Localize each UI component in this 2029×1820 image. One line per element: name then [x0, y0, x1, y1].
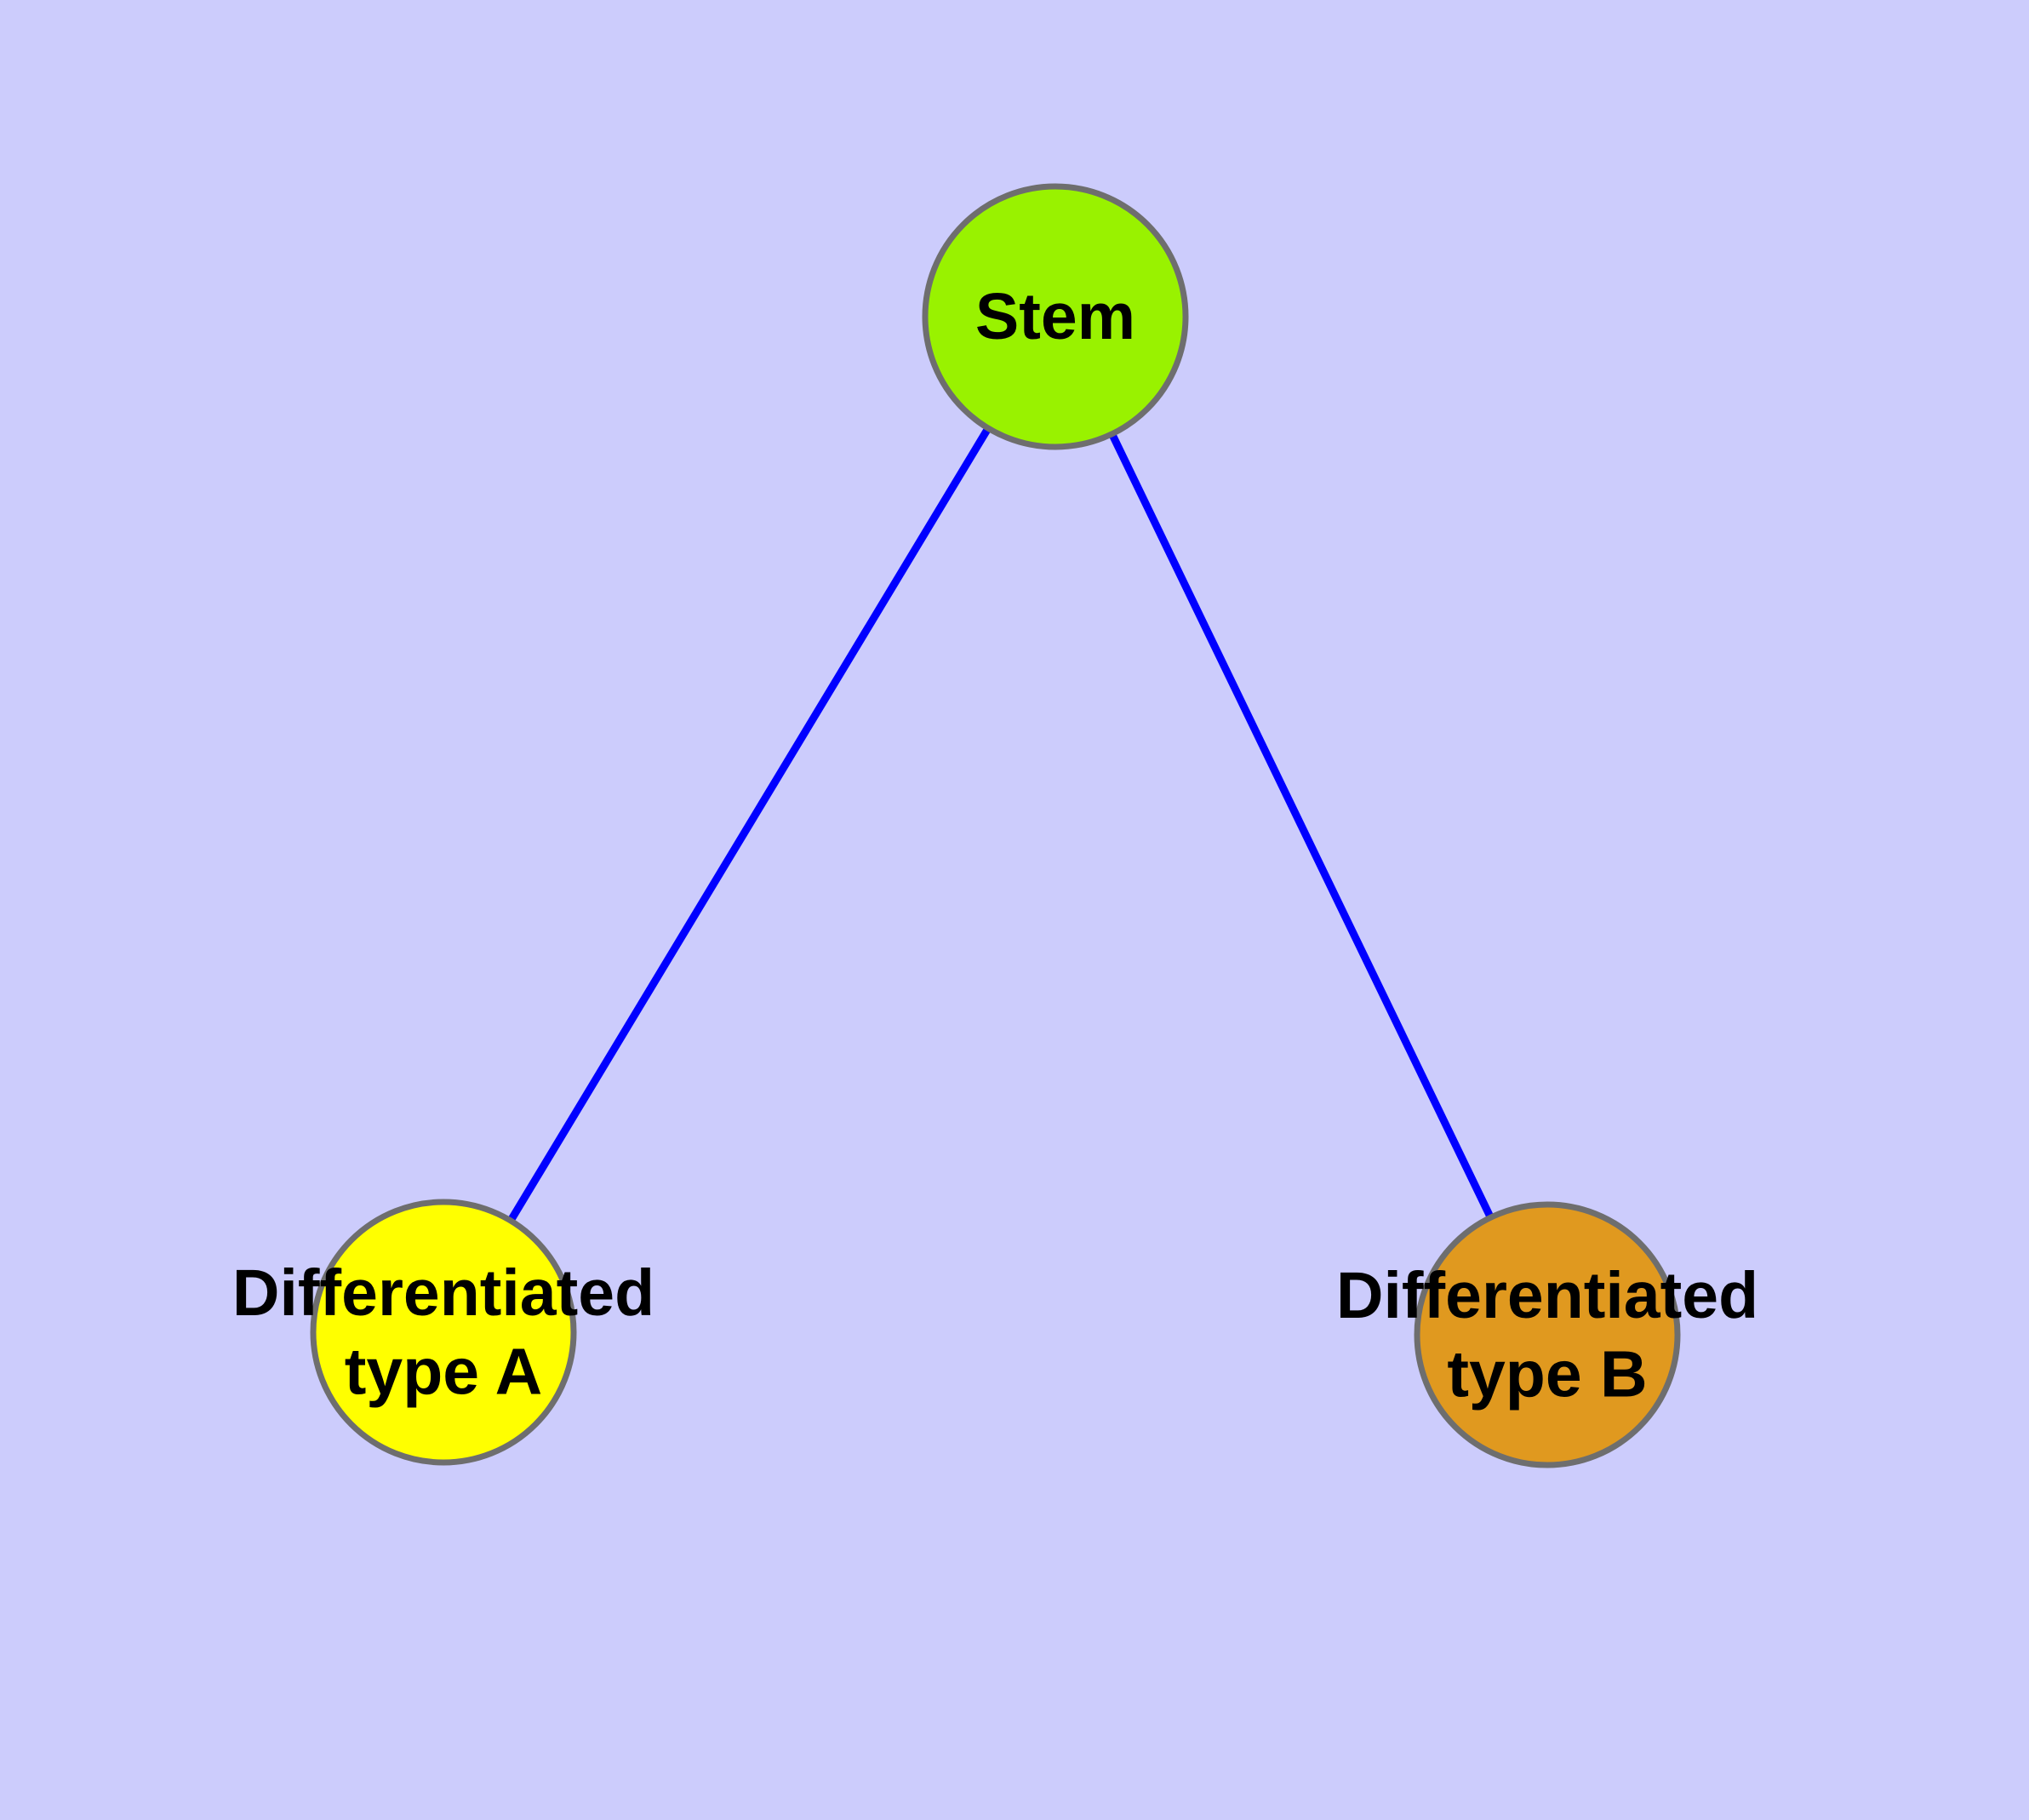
node-label-line: Differentiated [232, 1256, 654, 1330]
node-label-line: Stem [975, 280, 1135, 353]
node-circle-diff_b[interactable] [1414, 1201, 1681, 1468]
node-stem[interactable]: Stem [922, 183, 1189, 450]
edge-stem-to-b[interactable] [1051, 315, 1552, 1336]
edges-group [440, 314, 1552, 1336]
node-label-line: type B [1447, 1337, 1647, 1411]
node-label-line: Differentiated [1336, 1259, 1758, 1332]
node-circle-stem[interactable] [922, 183, 1189, 450]
node-circle-diff_a[interactable] [310, 1199, 577, 1466]
node-label-stem: Stem [975, 280, 1135, 353]
node-label-line: type A [345, 1335, 542, 1408]
edge-stem-to-a[interactable] [440, 314, 1059, 1335]
